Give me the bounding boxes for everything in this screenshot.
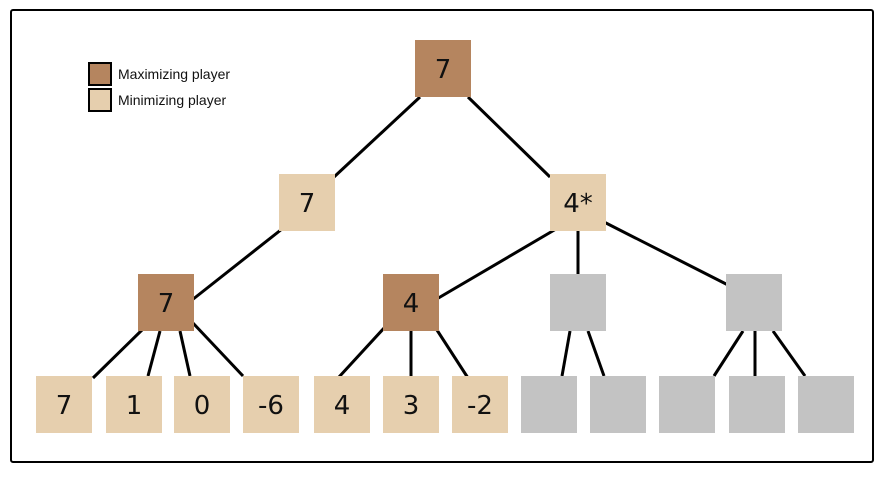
pruned-leaf [521, 376, 577, 433]
pruned-leaf [798, 376, 854, 433]
node-box [590, 376, 646, 433]
node-box [383, 376, 439, 433]
edge-root-l1a [332, 95, 422, 179]
leaf-node: 4 [314, 376, 370, 433]
node-box [383, 274, 439, 331]
node-value: -2 [467, 391, 493, 421]
edge-l2d-leaf12 [771, 330, 807, 377]
root-node: 7 [415, 40, 471, 97]
edge-l2c-leaf8 [560, 330, 572, 377]
edge-root-l1b [466, 95, 552, 179]
node-box [106, 376, 162, 433]
node-value: 7 [158, 289, 175, 319]
edge-l2a-leaf2 [146, 330, 162, 377]
node-box [521, 376, 577, 433]
node-box [798, 376, 854, 433]
legend: Maximizing player Minimizing player [88, 62, 230, 112]
edge-l2a-leaf1 [91, 327, 145, 380]
level2-node: 4 [383, 274, 439, 331]
node-value: -6 [258, 391, 284, 421]
node-box [659, 376, 715, 433]
legend-min-label: Minimizing player [118, 92, 226, 108]
node-box [314, 376, 370, 433]
node-box [279, 174, 335, 231]
leaf-node: 1 [106, 376, 162, 433]
node-box [138, 274, 194, 331]
node-value: 4 [334, 391, 351, 421]
node-box [726, 274, 782, 331]
leaf-node: -6 [243, 376, 299, 433]
pruned-node [726, 274, 782, 331]
level1-node: 7 [279, 174, 335, 231]
edge-l2a-leaf3 [178, 330, 192, 377]
node-box [174, 376, 230, 433]
edge-l2b-leaf5 [337, 325, 387, 379]
pruned-node [550, 274, 606, 331]
leaf-node: -2 [452, 376, 508, 433]
node-box [36, 376, 92, 433]
leaf-node: 3 [383, 376, 439, 433]
edge-l2c-leaf9 [586, 330, 606, 377]
legend-max-swatch [88, 62, 112, 86]
node-value: 7 [299, 189, 316, 219]
node-box [550, 274, 606, 331]
edge-l1a-l2a [191, 227, 283, 302]
node-value: 4* [563, 189, 593, 219]
leaf-node: 7 [36, 376, 92, 433]
level1-node: 4* [550, 174, 606, 231]
node-value: 4 [403, 289, 420, 319]
pruned-leaf [659, 376, 715, 433]
pruned-leaf [729, 376, 785, 433]
node-box [452, 376, 508, 433]
edge-l2a-leaf4 [190, 320, 245, 378]
pruned-leaf [590, 376, 646, 433]
level2-node: 7 [138, 274, 194, 331]
edge-l1b-l2d [603, 220, 729, 287]
edge-l2d-leaf10 [712, 330, 745, 377]
node-box [243, 376, 299, 433]
node-box [550, 174, 606, 231]
node-value: 0 [194, 391, 211, 421]
legend-max-label: Maximizing player [118, 66, 230, 82]
node-value: 1 [126, 391, 143, 421]
legend-min-swatch [88, 88, 112, 112]
node-box [415, 40, 471, 97]
node-box [729, 376, 785, 433]
node-value: 7 [435, 55, 452, 85]
node-value: 3 [403, 391, 420, 421]
leaf-node: 0 [174, 376, 230, 433]
node-value: 7 [56, 391, 73, 421]
edge-l1b-l2b [434, 227, 557, 302]
edge-l2b-leaf7 [433, 326, 470, 379]
tree-edges [91, 95, 807, 380]
